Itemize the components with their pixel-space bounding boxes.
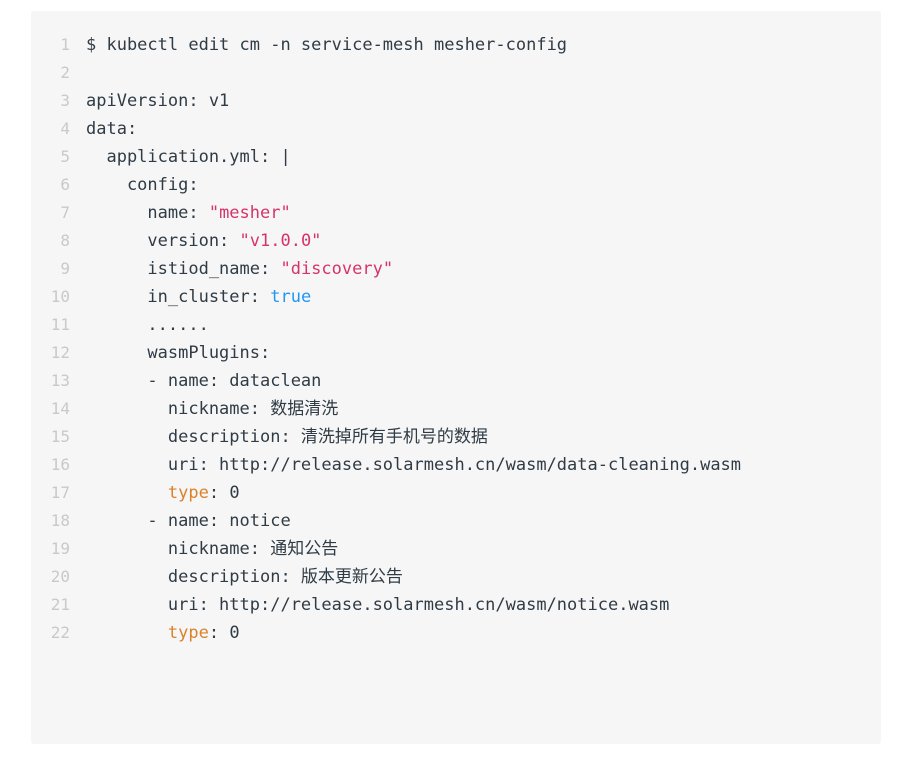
- line-number: 4: [60, 119, 70, 138]
- code-line: 10 in_cluster: true: [31, 283, 881, 311]
- code-line: 13 - name: dataclean: [31, 367, 881, 395]
- line-number: 12: [50, 343, 70, 362]
- code-line: 17 type: 0: [31, 479, 881, 507]
- code-line-text: $ kubectl edit cm -n service-mesh mesher…: [70, 31, 881, 59]
- code-token-plain: description: 清洗掉所有手机号的数据: [86, 427, 488, 447]
- code-token-plain: : 0: [208, 623, 240, 643]
- line-number: 11: [50, 315, 70, 334]
- code-token-plain: $ kubectl edit cm -n service-mesh mesher…: [86, 35, 568, 55]
- code-line: 3 apiVersion: v1: [31, 87, 881, 115]
- line-number: 10: [50, 287, 70, 306]
- code-line-text: apiVersion: v1: [70, 87, 881, 115]
- code-line-text: type: 0: [70, 619, 881, 647]
- code-token-plain: nickname: 通知公告: [86, 539, 339, 559]
- code-line-text: uri: http://release.solarmesh.cn/wasm/da…: [70, 451, 881, 479]
- code-line-text: uri: http://release.solarmesh.cn/wasm/no…: [70, 591, 881, 619]
- code-line-text: istiod_name: "discovery": [70, 255, 881, 283]
- line-number: 9: [60, 259, 70, 278]
- code-line-text: application.yml: |: [70, 143, 881, 171]
- line-number: 17: [50, 483, 70, 502]
- code-token-str: "discovery": [280, 259, 394, 279]
- code-line-text: - name: notice: [70, 507, 881, 535]
- code-block[interactable]: 1 $ kubectl edit cm -n service-mesh meshe…: [31, 11, 881, 744]
- line-number: 16: [50, 455, 70, 474]
- code-token-plain: : 0: [208, 483, 240, 503]
- code-token-plain: uri: http://release.solarmesh.cn/wasm/da…: [86, 455, 742, 475]
- code-token-plain: data:: [86, 119, 138, 139]
- code-token-plain: [86, 483, 168, 503]
- code-line-text: nickname: 数据清洗: [70, 395, 881, 423]
- code-line: 16 uri: http://release.solarmesh.cn/wasm…: [31, 451, 881, 479]
- code-line: 12 wasmPlugins:: [31, 339, 881, 367]
- line-number: 18: [50, 511, 70, 530]
- code-line-text: description: 版本更新公告: [70, 563, 881, 591]
- code-token-bool: true: [270, 287, 312, 307]
- line-number: 5: [60, 147, 70, 166]
- code-line: 15 description: 清洗掉所有手机号的数据: [31, 423, 881, 451]
- code-line-text: description: 清洗掉所有手机号的数据: [70, 423, 881, 451]
- code-line: 6 config:: [31, 171, 881, 199]
- code-line: 8 version: "v1.0.0": [31, 227, 881, 255]
- code-token-plain: nickname: 数据清洗: [86, 399, 339, 419]
- line-number: 6: [60, 175, 70, 194]
- line-number: 7: [60, 203, 70, 222]
- code-token-plain: [86, 623, 168, 643]
- line-number: 20: [50, 567, 70, 586]
- code-line: 14 nickname: 数据清洗: [31, 395, 881, 423]
- code-line-list: 1 $ kubectl edit cm -n service-mesh meshe…: [31, 31, 881, 647]
- code-token-str: "v1.0.0": [239, 231, 322, 251]
- code-line-text: data:: [70, 115, 881, 143]
- line-number: 13: [50, 371, 70, 390]
- line-number: 22: [50, 623, 70, 642]
- code-token-plain: - name: dataclean: [86, 371, 322, 391]
- code-line-text: - name: dataclean: [70, 367, 881, 395]
- code-line-text: version: "v1.0.0": [70, 227, 881, 255]
- code-line: 11 ......: [31, 311, 881, 339]
- code-token-key: type: [167, 623, 209, 643]
- code-line: 7 name: "mesher": [31, 199, 881, 227]
- code-line-text: in_cluster: true: [70, 283, 881, 311]
- code-line: 18 - name: notice: [31, 507, 881, 535]
- code-token-str: "mesher": [208, 203, 291, 223]
- code-token-plain: istiod_name:: [86, 259, 281, 279]
- code-line: 5 application.yml: |: [31, 143, 881, 171]
- code-token-plain: - name: notice: [86, 511, 291, 531]
- code-line: 20 description: 版本更新公告: [31, 563, 881, 591]
- code-line: 2: [31, 59, 881, 87]
- code-token-key: type: [167, 483, 209, 503]
- line-number: 8: [60, 231, 70, 250]
- code-token-plain: name:: [86, 203, 209, 223]
- code-token-plain: description: 版本更新公告: [86, 567, 403, 587]
- line-number: 19: [50, 539, 70, 558]
- code-line-text: wasmPlugins:: [70, 339, 881, 367]
- code-token-plain: application.yml: |: [86, 147, 291, 167]
- code-token-plain: wasmPlugins:: [86, 343, 271, 363]
- line-number: 1: [60, 35, 70, 54]
- line-number: 3: [60, 91, 70, 110]
- code-line: 19 nickname: 通知公告: [31, 535, 881, 563]
- code-line-text: name: "mesher": [70, 199, 881, 227]
- line-number: 14: [50, 399, 70, 418]
- code-line: 9 istiod_name: "discovery": [31, 255, 881, 283]
- code-token-plain: apiVersion: v1: [86, 91, 230, 111]
- code-line: 21 uri: http://release.solarmesh.cn/wasm…: [31, 591, 881, 619]
- code-token-plain: ......: [86, 315, 209, 335]
- line-number: 2: [60, 63, 70, 82]
- code-token-plain: in_cluster:: [86, 287, 271, 307]
- code-line-text: config:: [70, 171, 881, 199]
- code-token-plain: config:: [86, 175, 199, 195]
- code-line: 1 $ kubectl edit cm -n service-mesh meshe…: [31, 31, 881, 59]
- code-line-text: type: 0: [70, 479, 881, 507]
- line-number: 21: [50, 595, 70, 614]
- code-line: 4 data:: [31, 115, 881, 143]
- code-line-text: ......: [70, 311, 881, 339]
- code-line: 22 type: 0: [31, 619, 881, 647]
- line-number: 15: [50, 427, 70, 446]
- code-token-plain: version:: [86, 231, 240, 251]
- code-line-text: nickname: 通知公告: [70, 535, 881, 563]
- code-token-plain: uri: http://release.solarmesh.cn/wasm/no…: [86, 595, 670, 615]
